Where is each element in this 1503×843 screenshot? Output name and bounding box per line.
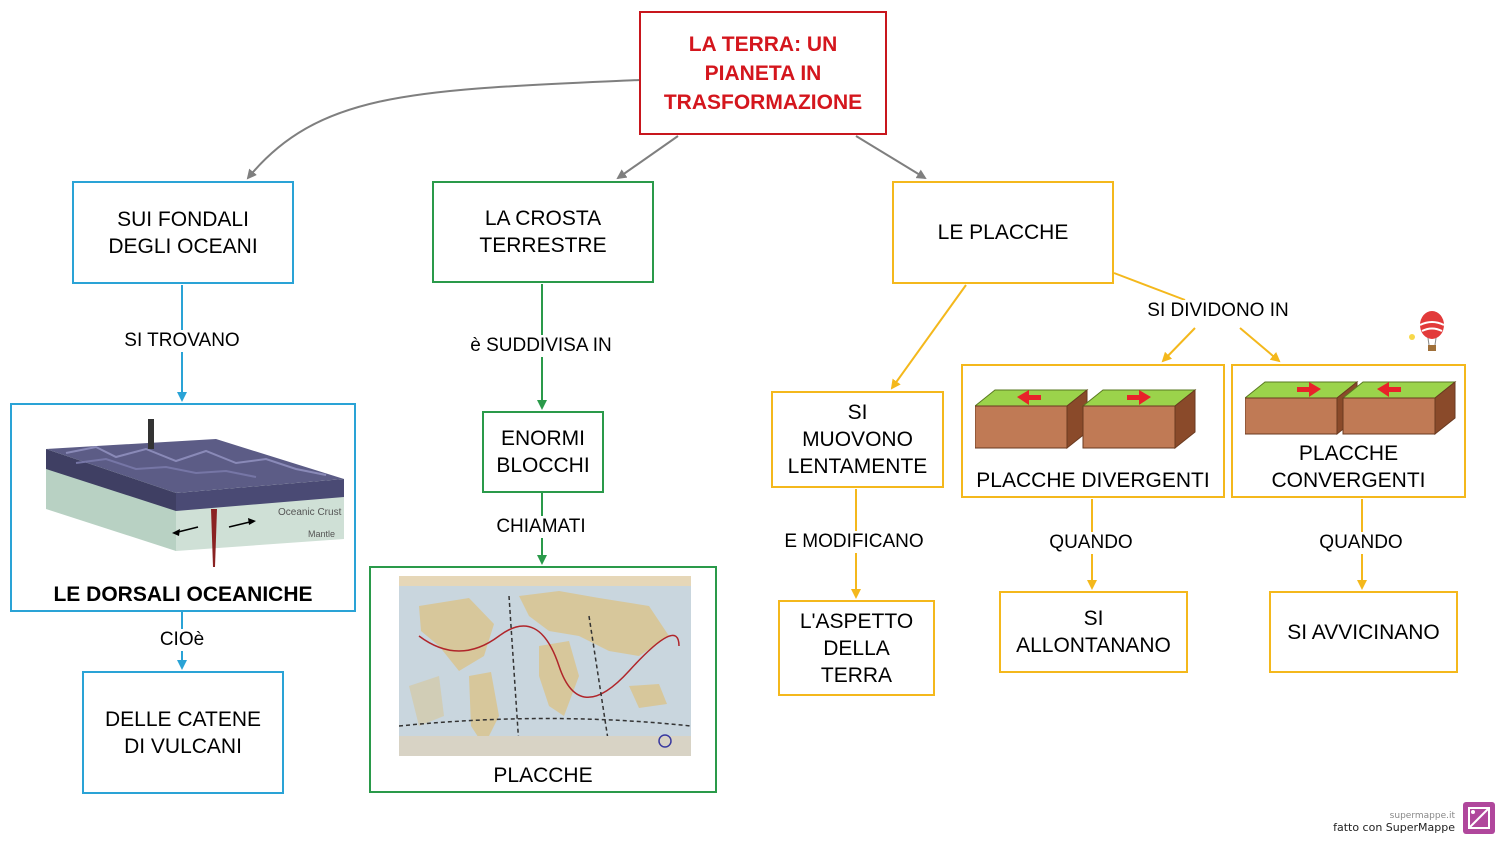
node-aspetto-line3: TERRA [820, 663, 893, 687]
supermappe-logo-icon [1463, 802, 1495, 834]
node-crosta-line1: LA CROSTA [484, 207, 602, 230]
node-blocchi-line1: ENORMI [500, 427, 585, 450]
oceanic-crust-label: Oceanic Crust [278, 507, 342, 518]
node-aspetto-line2: DELLA [823, 636, 890, 660]
node-avvicinano[interactable]: SI AVVICINANO [1269, 591, 1458, 673]
convergent-plates-image [1245, 380, 1457, 436]
node-placche-label: LE PLACCHE [937, 221, 1069, 244]
root-title-line3: TRASFORMAZIONE [663, 90, 863, 114]
node-dorsali-label: LE DORSALI OCEANICHE [53, 583, 313, 606]
node-muovono[interactable]: SI MUOVONO LENTAMENTE [771, 391, 944, 488]
node-aspetto-line1: L'ASPETTO [799, 609, 914, 633]
node-catene-line2: DI VULCANI [124, 734, 242, 758]
node-convergenti-line2: CONVERGENTI [1271, 469, 1426, 492]
link-label-cioe: CIOè [156, 629, 208, 651]
footer-site: supermappe.it [1389, 811, 1455, 821]
link-label-modificano: E MODIFICANO [781, 531, 927, 553]
root-title-line1: LA TERRA: UN [688, 32, 838, 56]
node-fondali-line2: DEGLI OCEANI [108, 234, 258, 258]
node-allontanano[interactable]: SI ALLONTANANO [999, 591, 1188, 673]
root-title-line2: PIANETA IN [704, 61, 822, 85]
node-convergenti[interactable]: PLACCHE CONVERGENTI [1231, 364, 1466, 498]
node-catene[interactable]: DELLE CATENE DI VULCANI [82, 671, 284, 794]
link-root-placche [855, 135, 927, 180]
link-root-crosta [616, 135, 679, 180]
footer-made-with: fatto con SuperMappe [1333, 821, 1455, 834]
node-placche-map[interactable]: PLACCHE [369, 566, 717, 793]
link-label-chiamati: CHIAMATI [493, 516, 589, 538]
node-muovono-line2: MUOVONO [802, 428, 913, 451]
node-allontanano-line2: ALLONTANANO [1016, 634, 1171, 657]
balloon-icon [1409, 311, 1445, 351]
link-label-si-trovano: SI TROVANO [121, 330, 243, 352]
node-placche[interactable]: LE PLACCHE [892, 181, 1114, 284]
node-muovono-line3: LENTAMENTE [787, 455, 928, 478]
node-aspetto[interactable]: L'ASPETTO DELLA TERRA [778, 600, 935, 696]
dorsali-image: Oceanic Crust Mantle [46, 419, 344, 567]
node-fondali-line1: SUI FONDALI [117, 207, 249, 231]
node-allontanano-line1: SI [1083, 607, 1104, 630]
node-blocchi-line2: BLOCCHI [496, 454, 590, 477]
link-label-quando-1: QUANDO [1046, 532, 1136, 554]
node-fondali[interactable]: SUI FONDALI DEGLI OCEANI [72, 181, 294, 284]
root-node[interactable]: LA TERRA: UN PIANETA IN TRASFORMAZIONE [639, 11, 887, 135]
world-plates-map [399, 576, 691, 756]
node-divergenti-label: PLACCHE DIVERGENTI [976, 469, 1210, 492]
mantle-label: Mantle [308, 529, 335, 539]
node-blocchi[interactable]: ENORMI BLOCCHI [482, 411, 604, 493]
link-root-fondali [246, 79, 641, 180]
node-avvicinano-label: SI AVVICINANO [1287, 620, 1440, 644]
link-label-si-dividono: SI DIVIDONO IN [1144, 300, 1292, 322]
node-divergenti[interactable]: PLACCHE DIVERGENTI [961, 364, 1225, 498]
node-crosta-line2: TERRESTRE [479, 234, 607, 257]
node-crosta[interactable]: LA CROSTA TERRESTRE [432, 181, 654, 283]
footer: supermappe.it fatto con SuperMappe [1333, 811, 1455, 834]
node-placche-map-label: PLACCHE [493, 764, 593, 787]
node-catene-line1: DELLE CATENE [105, 707, 261, 731]
link-label-quando-2: QUANDO [1316, 532, 1406, 554]
divergent-plates-image [975, 388, 1197, 450]
link-label-suddivisa: è SUDDIVISA IN [467, 335, 615, 357]
node-convergenti-line1: PLACCHE [1298, 442, 1399, 465]
node-muovono-line1: SI [847, 401, 868, 424]
node-dorsali[interactable]: Oceanic Crust Mantle LE DORSALI OCEANICH… [10, 403, 356, 612]
